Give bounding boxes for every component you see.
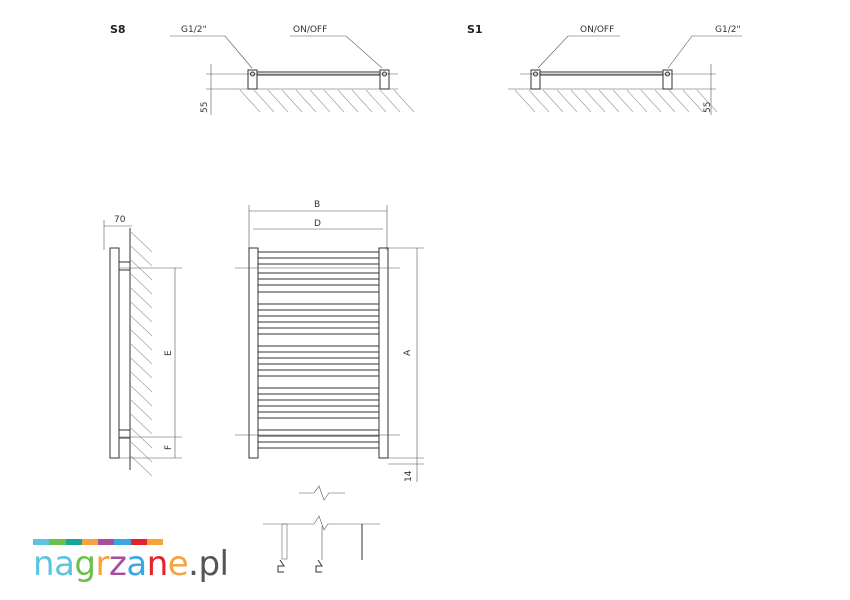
- hatch-line: [626, 89, 648, 113]
- hatch-line: [668, 89, 690, 113]
- hatch-line: [130, 455, 153, 477]
- hatch-line: [253, 89, 275, 113]
- hatch-line: [130, 385, 153, 407]
- dim-a: A: [403, 349, 413, 356]
- hatch-line: [130, 343, 153, 365]
- hatch-line: [542, 89, 564, 113]
- hatch-line: [130, 315, 153, 337]
- callout-s8-right: ON/OFF: [293, 25, 327, 35]
- logo-letter: g: [74, 544, 96, 584]
- hatch-line: [612, 89, 634, 113]
- nagrzane-logo: nagrzane.pl: [33, 539, 229, 583]
- hatch-line: [130, 441, 153, 463]
- hatch-line: [379, 89, 401, 113]
- hatch-line: [640, 89, 662, 113]
- logo-suffix: .pl: [188, 544, 229, 584]
- hatch-line: [130, 357, 153, 379]
- hatch-line: [130, 413, 153, 435]
- hatch-line: [514, 89, 536, 113]
- dim-55-s1: 55: [703, 102, 713, 113]
- logo-letter: a: [126, 544, 147, 584]
- top-view-s1: S1 ON/OFF G1/2" 55: [467, 23, 742, 115]
- logo-letter: n: [146, 544, 169, 584]
- hatch-line: [130, 427, 153, 449]
- hatch-line: [239, 89, 261, 113]
- hatch-line: [365, 89, 387, 113]
- front-view: B D A 14: [235, 200, 424, 482]
- callout-s1-left: ON/OFF: [580, 25, 614, 35]
- logo-letter: n: [33, 544, 55, 584]
- logo-wordmark: nagrzane.pl: [33, 545, 229, 583]
- dim-f: F: [164, 445, 174, 450]
- top-view-s8: S8 G1/2" ON/OFF 55: [110, 23, 415, 115]
- hatch-line: [556, 89, 578, 113]
- hatch-line: [267, 89, 289, 113]
- side-view: 70 E F: [103, 215, 182, 477]
- hatch-line: [130, 371, 153, 393]
- callout-s1-right: G1/2": [715, 25, 741, 35]
- logo-color-bars: [33, 539, 163, 545]
- hatch-line: [130, 329, 153, 351]
- heating-element-detail: [263, 485, 380, 573]
- logo-letter: e: [167, 544, 189, 584]
- dim-d: D: [314, 219, 321, 229]
- hatch-line: [584, 89, 606, 113]
- logo-letter: r: [95, 544, 110, 584]
- hatch-line: [696, 89, 718, 113]
- hatch-line: [393, 89, 415, 113]
- dim-e: E: [164, 350, 174, 356]
- hatch-line: [654, 89, 676, 113]
- hatch-line: [130, 273, 153, 295]
- logo-letter: z: [108, 544, 127, 584]
- hatch-line: [130, 259, 153, 281]
- hatch-line: [570, 89, 592, 113]
- dim-70: 70: [114, 215, 126, 225]
- callout-s8-left: G1/2": [181, 25, 207, 35]
- hatch-line: [130, 399, 153, 421]
- view-label-s8: S8: [110, 23, 126, 36]
- hatch-line: [682, 89, 704, 113]
- dim-55-s8: 55: [200, 102, 210, 113]
- hatch-line: [528, 89, 550, 113]
- hatch-line: [281, 89, 303, 113]
- hatch-line: [130, 231, 153, 253]
- hatch-line: [323, 89, 345, 113]
- hatch-line: [130, 245, 153, 267]
- hatch-line: [351, 89, 373, 113]
- hatch-line: [337, 89, 359, 113]
- dim-14: 14: [404, 470, 414, 482]
- hatch-line: [598, 89, 620, 113]
- hatch-line: [295, 89, 317, 113]
- logo-letter: a: [54, 544, 75, 584]
- hatch-line: [130, 301, 153, 323]
- dim-b: B: [314, 200, 320, 210]
- hatch-line: [130, 287, 153, 309]
- view-label-s1: S1: [467, 23, 483, 36]
- hatch-line: [309, 89, 331, 113]
